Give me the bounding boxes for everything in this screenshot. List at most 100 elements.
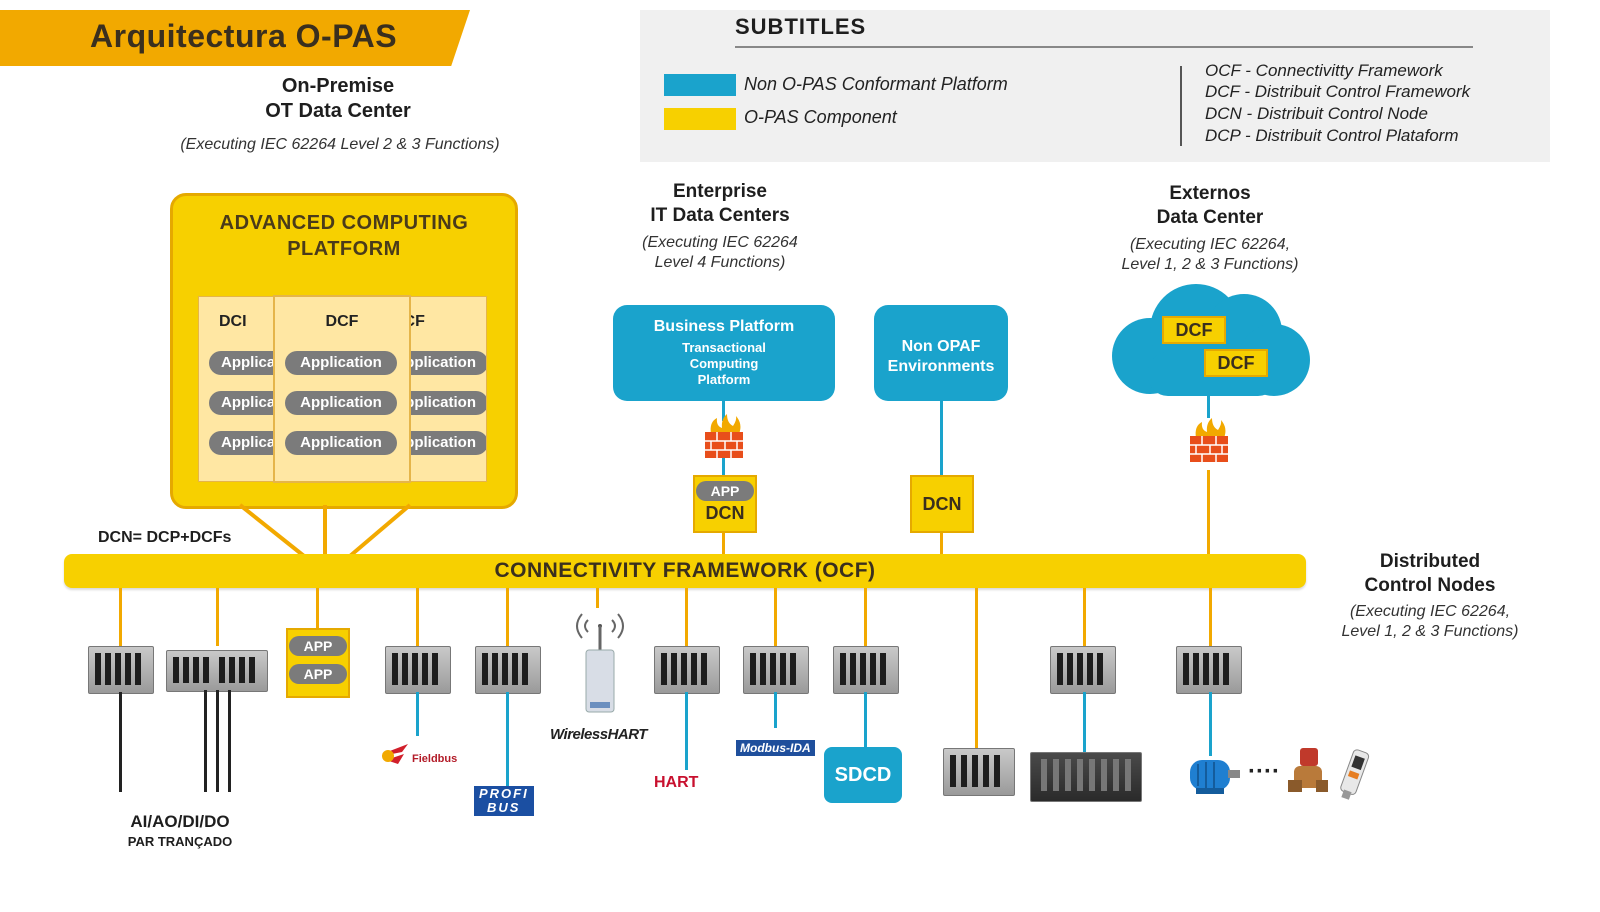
io-wire bbox=[228, 690, 231, 792]
abbr-dcf: DCF - Distribuit Control Framework bbox=[1205, 82, 1471, 101]
bp-link-top bbox=[722, 401, 725, 421]
controller-icon bbox=[385, 646, 451, 694]
app-dcn-node: APP DCN bbox=[693, 475, 757, 533]
drop-line bbox=[596, 588, 599, 608]
controller-icon bbox=[1050, 646, 1116, 694]
ocf-bar: CONNECTIVITY FRAMEWORK (OCF) bbox=[64, 554, 1306, 588]
enterprise-sub-line2: Level 4 Functions) bbox=[654, 254, 786, 271]
valve-icon bbox=[1288, 748, 1328, 792]
app-pill: APP bbox=[696, 481, 754, 501]
dcf-panel-center: DCF Application Application Application bbox=[274, 296, 410, 482]
controller-icon bbox=[166, 650, 268, 692]
legend-label-non-opas: Non O-PAS Conformant Platform bbox=[744, 74, 1008, 94]
drop-line bbox=[506, 588, 509, 646]
controller-icon bbox=[88, 646, 154, 694]
legend-swatch-yellow bbox=[664, 108, 736, 130]
externos-title-line1: Externos bbox=[1169, 183, 1251, 204]
non-opaf-environments: Non OPAF Environments bbox=[874, 305, 1008, 401]
drop-line bbox=[1083, 588, 1086, 646]
controller-icon bbox=[475, 646, 541, 694]
acp-connector-left bbox=[238, 503, 306, 558]
fieldbus-label: Fieldbus bbox=[412, 753, 458, 765]
distributed-title: Distributed Control Nodes bbox=[1320, 550, 1540, 598]
dcf-label-right: DCF bbox=[405, 313, 425, 330]
hart-label: HART bbox=[654, 774, 699, 791]
io-rack-icon bbox=[1030, 752, 1142, 802]
dcn1-to-ocf bbox=[722, 530, 725, 556]
page-title: Arquitectura O-PAS bbox=[90, 18, 398, 54]
sdcd-link bbox=[864, 692, 867, 748]
io-wire bbox=[204, 690, 207, 792]
motor-icon bbox=[1190, 760, 1240, 794]
legend-rule bbox=[735, 46, 1473, 48]
controller-icon bbox=[833, 646, 899, 694]
drop-line bbox=[119, 588, 122, 646]
bp-link-mid bbox=[722, 456, 725, 478]
app-node: APP APP bbox=[286, 628, 350, 698]
cloud-dcf-2: DCF bbox=[1204, 349, 1268, 377]
onpremise-title: On-Premise OT Data Center bbox=[218, 74, 458, 124]
profibus-link bbox=[506, 692, 509, 788]
app-pill-right-1: Application bbox=[406, 351, 486, 375]
cloud-to-ocf bbox=[1207, 470, 1210, 556]
dcf-label-center: DCF bbox=[325, 313, 359, 330]
app-pill-1: APP bbox=[289, 636, 347, 656]
externos-title: Externos Data Center bbox=[1090, 182, 1330, 230]
legend-title: SUBTITLES bbox=[735, 14, 867, 39]
profibus-label-2: BUS bbox=[487, 800, 521, 815]
title-banner bbox=[0, 10, 470, 66]
rack-link bbox=[1083, 692, 1086, 752]
fieldbus-link bbox=[416, 692, 419, 736]
dcn2-to-ocf bbox=[940, 530, 943, 556]
hart-link bbox=[685, 692, 688, 770]
distributed-title-line2: Control Nodes bbox=[1364, 575, 1496, 596]
app-pill-center-3: Application bbox=[285, 431, 397, 455]
dcf-panel-right: DCF Application Application Application bbox=[405, 296, 487, 482]
ocf-label: CONNECTIVITY FRAMEWORK (OCF) bbox=[494, 559, 876, 582]
transmitter-icon bbox=[1340, 749, 1370, 800]
non-opaf-line2: Environments bbox=[887, 358, 995, 375]
enterprise-title: Enterprise IT Data Centers bbox=[600, 180, 840, 228]
externos-sub-line1: (Executing IEC 62264, bbox=[1129, 236, 1291, 253]
enterprise-title-line2: IT Data Centers bbox=[650, 205, 790, 226]
controller-icon bbox=[743, 646, 809, 694]
distributed-sub-line1: (Executing IEC 62264, bbox=[1349, 603, 1511, 620]
abbr-dcn: DCN - Distribuit Control Node bbox=[1205, 104, 1428, 123]
sdcd-box: SDCD bbox=[824, 747, 902, 803]
onpremise-subtitle: (Executing IEC 62264 Level 2 & 3 Functio… bbox=[180, 136, 500, 153]
profibus-label-1: PROFI bbox=[479, 786, 529, 801]
io-wire bbox=[216, 690, 219, 792]
business-platform-title: Business Platform bbox=[653, 318, 795, 335]
non-opaf-line1: Non OPAF bbox=[901, 338, 981, 355]
drop-line bbox=[316, 588, 319, 630]
nonopaf-link bbox=[940, 401, 943, 477]
drop-line bbox=[685, 588, 688, 646]
firewall-icon bbox=[705, 414, 743, 458]
more-devices-ellipsis: ···· bbox=[1248, 758, 1280, 785]
onpremise-title-line1: On-Premise bbox=[281, 75, 395, 97]
firewall-icon bbox=[1190, 418, 1228, 462]
cloud-dcf-1: DCF bbox=[1162, 316, 1226, 344]
acp-connector-right bbox=[348, 503, 412, 558]
acp-title: ADVANCED COMPUTING PLATFORM bbox=[173, 210, 515, 262]
distributed-subtitle: (Executing IEC 62264, Level 1, 2 & 3 Fun… bbox=[1310, 602, 1550, 642]
wireless-gateway-icon bbox=[576, 613, 624, 713]
drop-line bbox=[774, 588, 777, 646]
controller-icon bbox=[654, 646, 720, 694]
io-label: AI/AO/DI/DO bbox=[130, 812, 230, 831]
io-sublabel: PAR TRANÇADO bbox=[127, 834, 233, 849]
onpremise-title-line2: OT Data Center bbox=[265, 100, 411, 122]
app-pill-left-2: Application bbox=[209, 391, 277, 415]
modbus-link bbox=[774, 692, 777, 728]
enterprise-subtitle: (Executing IEC 62264 Level 4 Functions) bbox=[600, 233, 840, 273]
dcn-label: DCN bbox=[705, 503, 745, 523]
business-platform-line3: Platform bbox=[697, 372, 751, 387]
dcn-formula: DCN= DCP+DCFs bbox=[98, 529, 232, 546]
enterprise-sub-line1: (Executing IEC 62264 bbox=[642, 234, 798, 251]
dcf-panel-left: DCI Application Application Application bbox=[198, 296, 278, 482]
externos-sub-line2: Level 1, 2 & 3 Functions) bbox=[1121, 256, 1299, 273]
controller-icon bbox=[1176, 646, 1242, 694]
legend-divider bbox=[1180, 66, 1182, 146]
business-platform: Business Platform Transactional Computin… bbox=[613, 305, 835, 401]
app-pill-2: APP bbox=[289, 664, 347, 684]
